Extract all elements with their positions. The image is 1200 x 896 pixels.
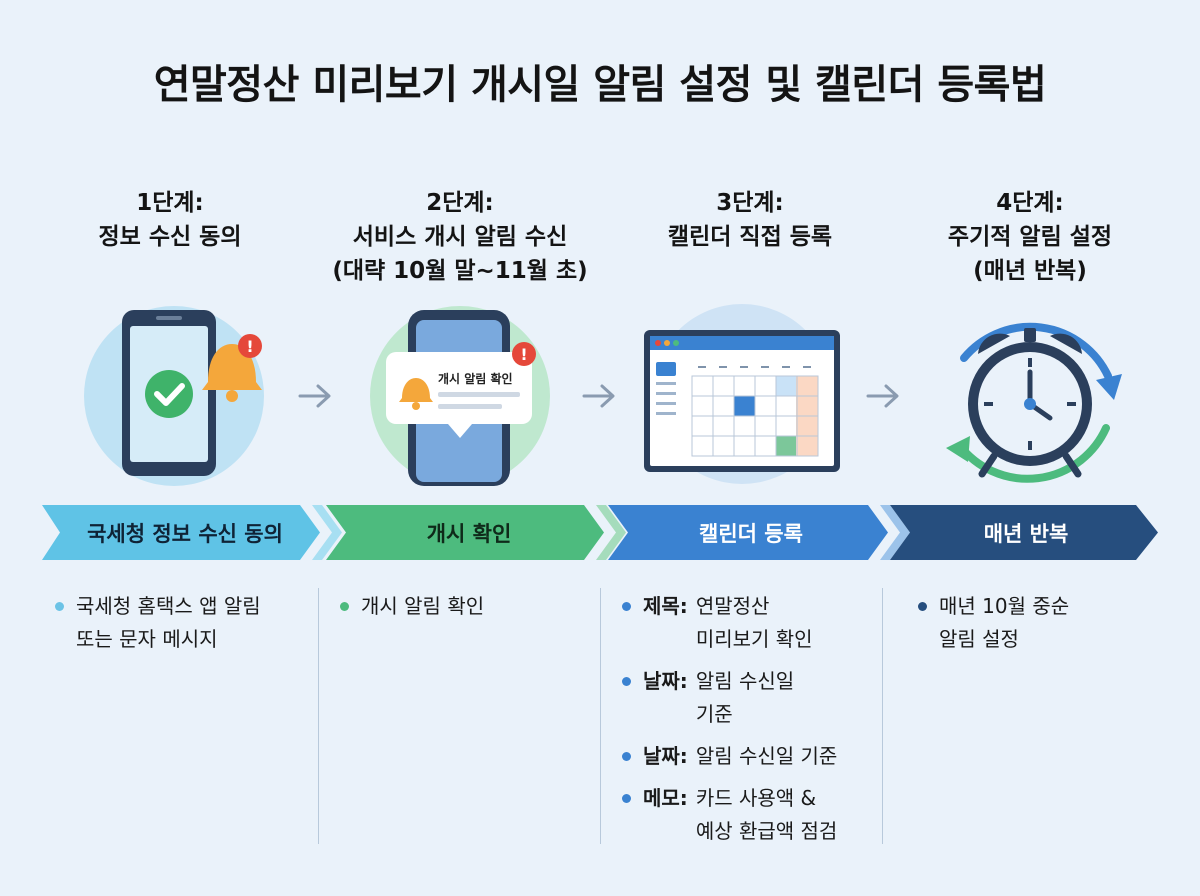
step-4-line-2: (매년 반복) (973, 258, 1087, 284)
step-3-bullet-3-text: 알림 수신일 기준 (695, 744, 838, 768)
banner-3-chevron (880, 505, 910, 560)
bullet-dot (622, 602, 631, 611)
step-4-label: 4단계: (996, 190, 1064, 216)
step-3-bullet-4-key: 메모: (643, 786, 688, 810)
list-item: 매년 10월 중순 알림 설정 (918, 590, 1158, 656)
smartphone-check-icon (122, 310, 216, 476)
step-2-line-2: (대략 10월 말~11월 초) (332, 258, 588, 284)
banner-2-chevron (596, 505, 626, 560)
step-3-illustration (612, 296, 872, 492)
step-1-details: 국세청 홈택스 앱 알림 또는 문자 메시지 (55, 590, 310, 665)
banner-2-label: 개시 확인 (426, 521, 512, 546)
banner-3-shape (608, 505, 888, 560)
step-3-details: 제목: 연말정산 미리보기 확인 날짜: 알림 수신일 기준 날짜: 알림 수신… (622, 590, 877, 857)
column-divider (600, 588, 601, 844)
banner-1-chevron (312, 505, 342, 560)
bullet-dot (918, 602, 927, 611)
step-2-label: 2단계: (426, 190, 494, 216)
step-4-bullet-1: 매년 10월 중순 알림 설정 (939, 594, 1070, 651)
bell-icon: ! (202, 334, 262, 402)
step-2-heading: 2단계: 서비스 개시 알림 수신 (대략 10월 말~11월 초) (325, 186, 595, 288)
calendar-icon (644, 330, 840, 472)
step-4-heading: 4단계: 주기적 알림 설정 (매년 반복) (895, 186, 1165, 288)
alarm-clock-icon (968, 328, 1092, 478)
list-item: 날짜: 알림 수신일 기준 (622, 665, 877, 731)
step-2-bullet-1: 개시 알림 확인 (361, 594, 485, 618)
svg-text:!: ! (520, 345, 527, 364)
banner-4-shape (890, 505, 1158, 560)
bullet-dot (622, 752, 631, 761)
notification-bubble-icon: ! (386, 342, 536, 438)
step-1-line-1: 정보 수신 동의 (98, 224, 242, 250)
arrow-right-icon (298, 384, 331, 408)
banner-4-label: 매년 반복 (983, 521, 1069, 546)
step-1-heading: 1단계: 정보 수신 동의 (35, 186, 305, 254)
bullet-dot (340, 602, 349, 611)
svg-text:!: ! (246, 337, 253, 356)
cycle-arrows-icon (946, 322, 1122, 483)
step-4-illustration (900, 296, 1160, 492)
step-3-bullet-4-text: 카드 사용액 & 예상 환급액 점검 (695, 786, 838, 843)
step-3-line-1: 캘린더 직접 등록 (667, 224, 833, 250)
step-4-line-1: 주기적 알림 설정 (947, 224, 1113, 250)
banner-1-label: 국세청 정보 수신 동의 (87, 521, 283, 546)
step-2-details: 개시 알림 확인 (340, 590, 590, 632)
step-3-bullet-2-key: 날짜: (643, 669, 688, 693)
notification-bubble-text: 개시 알림 확인 (438, 372, 513, 386)
step-3-bullet-1-key: 제목: (643, 594, 688, 618)
step-1-bullet-1: 국세청 홈택스 앱 알림 또는 문자 메시지 (76, 594, 261, 651)
step-3-bullet-1-text: 연말정산 미리보기 확인 (695, 594, 813, 651)
list-item: 날짜: 알림 수신일 기준 (622, 740, 877, 773)
step-2-illustration: ! 개시 알림 확인 (330, 296, 590, 492)
banner-2-shape (326, 505, 604, 560)
list-item: 국세청 홈택스 앱 알림 또는 문자 메시지 (55, 590, 310, 656)
list-item: 제목: 연말정산 미리보기 확인 (622, 590, 877, 656)
arrow-right-icon (582, 384, 615, 408)
list-item: 개시 알림 확인 (340, 590, 590, 623)
bullet-dot (55, 602, 64, 611)
step-3-bullet-3-key: 날짜: (643, 744, 688, 768)
list-item: 메모: 카드 사용액 & 예상 환급액 점검 (622, 782, 877, 848)
step-3-bullet-2-text: 알림 수신일 기준 (695, 669, 795, 726)
page-title: 연말정산 미리보기 개시일 알림 설정 및 캘린더 등록법 (153, 62, 1047, 108)
banner-ribbon (42, 505, 1158, 560)
banner-3-label: 캘린더 등록 (699, 521, 803, 546)
step-4-details: 매년 10월 중순 알림 설정 (918, 590, 1158, 665)
column-divider (882, 588, 883, 844)
step-3-heading: 3단계: 캘린더 직접 등록 (615, 186, 885, 254)
step-3-label: 3단계: (716, 190, 784, 216)
step-1-illustration: ! (42, 296, 302, 492)
bullet-dot (622, 794, 631, 803)
step-1-label: 1단계: (136, 190, 204, 216)
banner-1-shape (42, 505, 320, 560)
arrow-right-icon (866, 384, 899, 408)
step-2-line-1: 서비스 개시 알림 수신 (352, 224, 568, 250)
column-divider (318, 588, 319, 844)
bullet-dot (622, 677, 631, 686)
